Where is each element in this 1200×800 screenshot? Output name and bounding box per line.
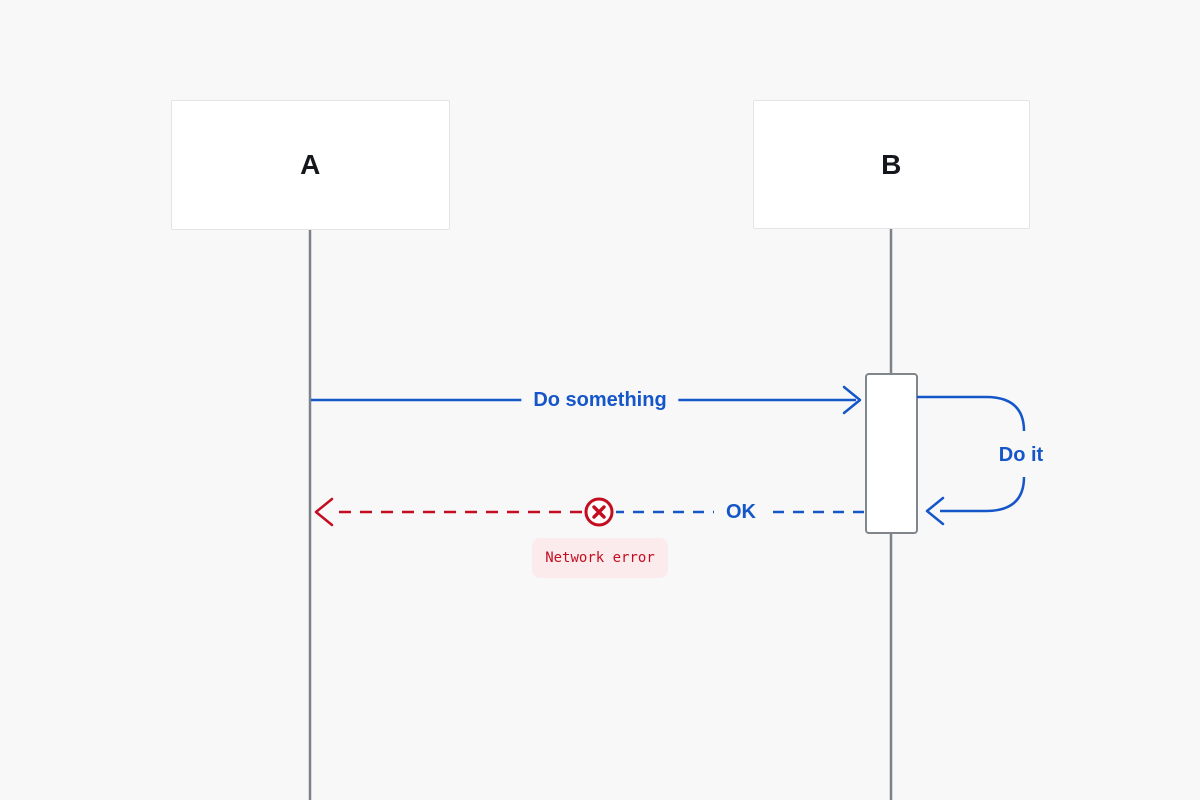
arrowhead-left-icon (925, 496, 945, 526)
network-error-text: Network error (545, 550, 655, 566)
self-loop-bottom-arc (940, 476, 1026, 513)
arrowhead-left-red-icon (314, 497, 334, 527)
actor-b-label: B (881, 148, 902, 180)
activation-bar-b (865, 373, 918, 534)
actor-a-box: A (171, 100, 450, 230)
network-error-note: Network error (532, 538, 668, 578)
message-ok-label: OK (714, 500, 768, 524)
message-do-something-label: Do something (521, 388, 679, 412)
error-cross-icon (584, 497, 614, 527)
message-do-it-label: Do it (998, 444, 1044, 466)
self-loop-top-arc (917, 395, 1026, 432)
arrowhead-right-icon (842, 385, 862, 415)
actor-b-box: B (753, 100, 1030, 229)
actor-a-label: A (300, 149, 321, 180)
